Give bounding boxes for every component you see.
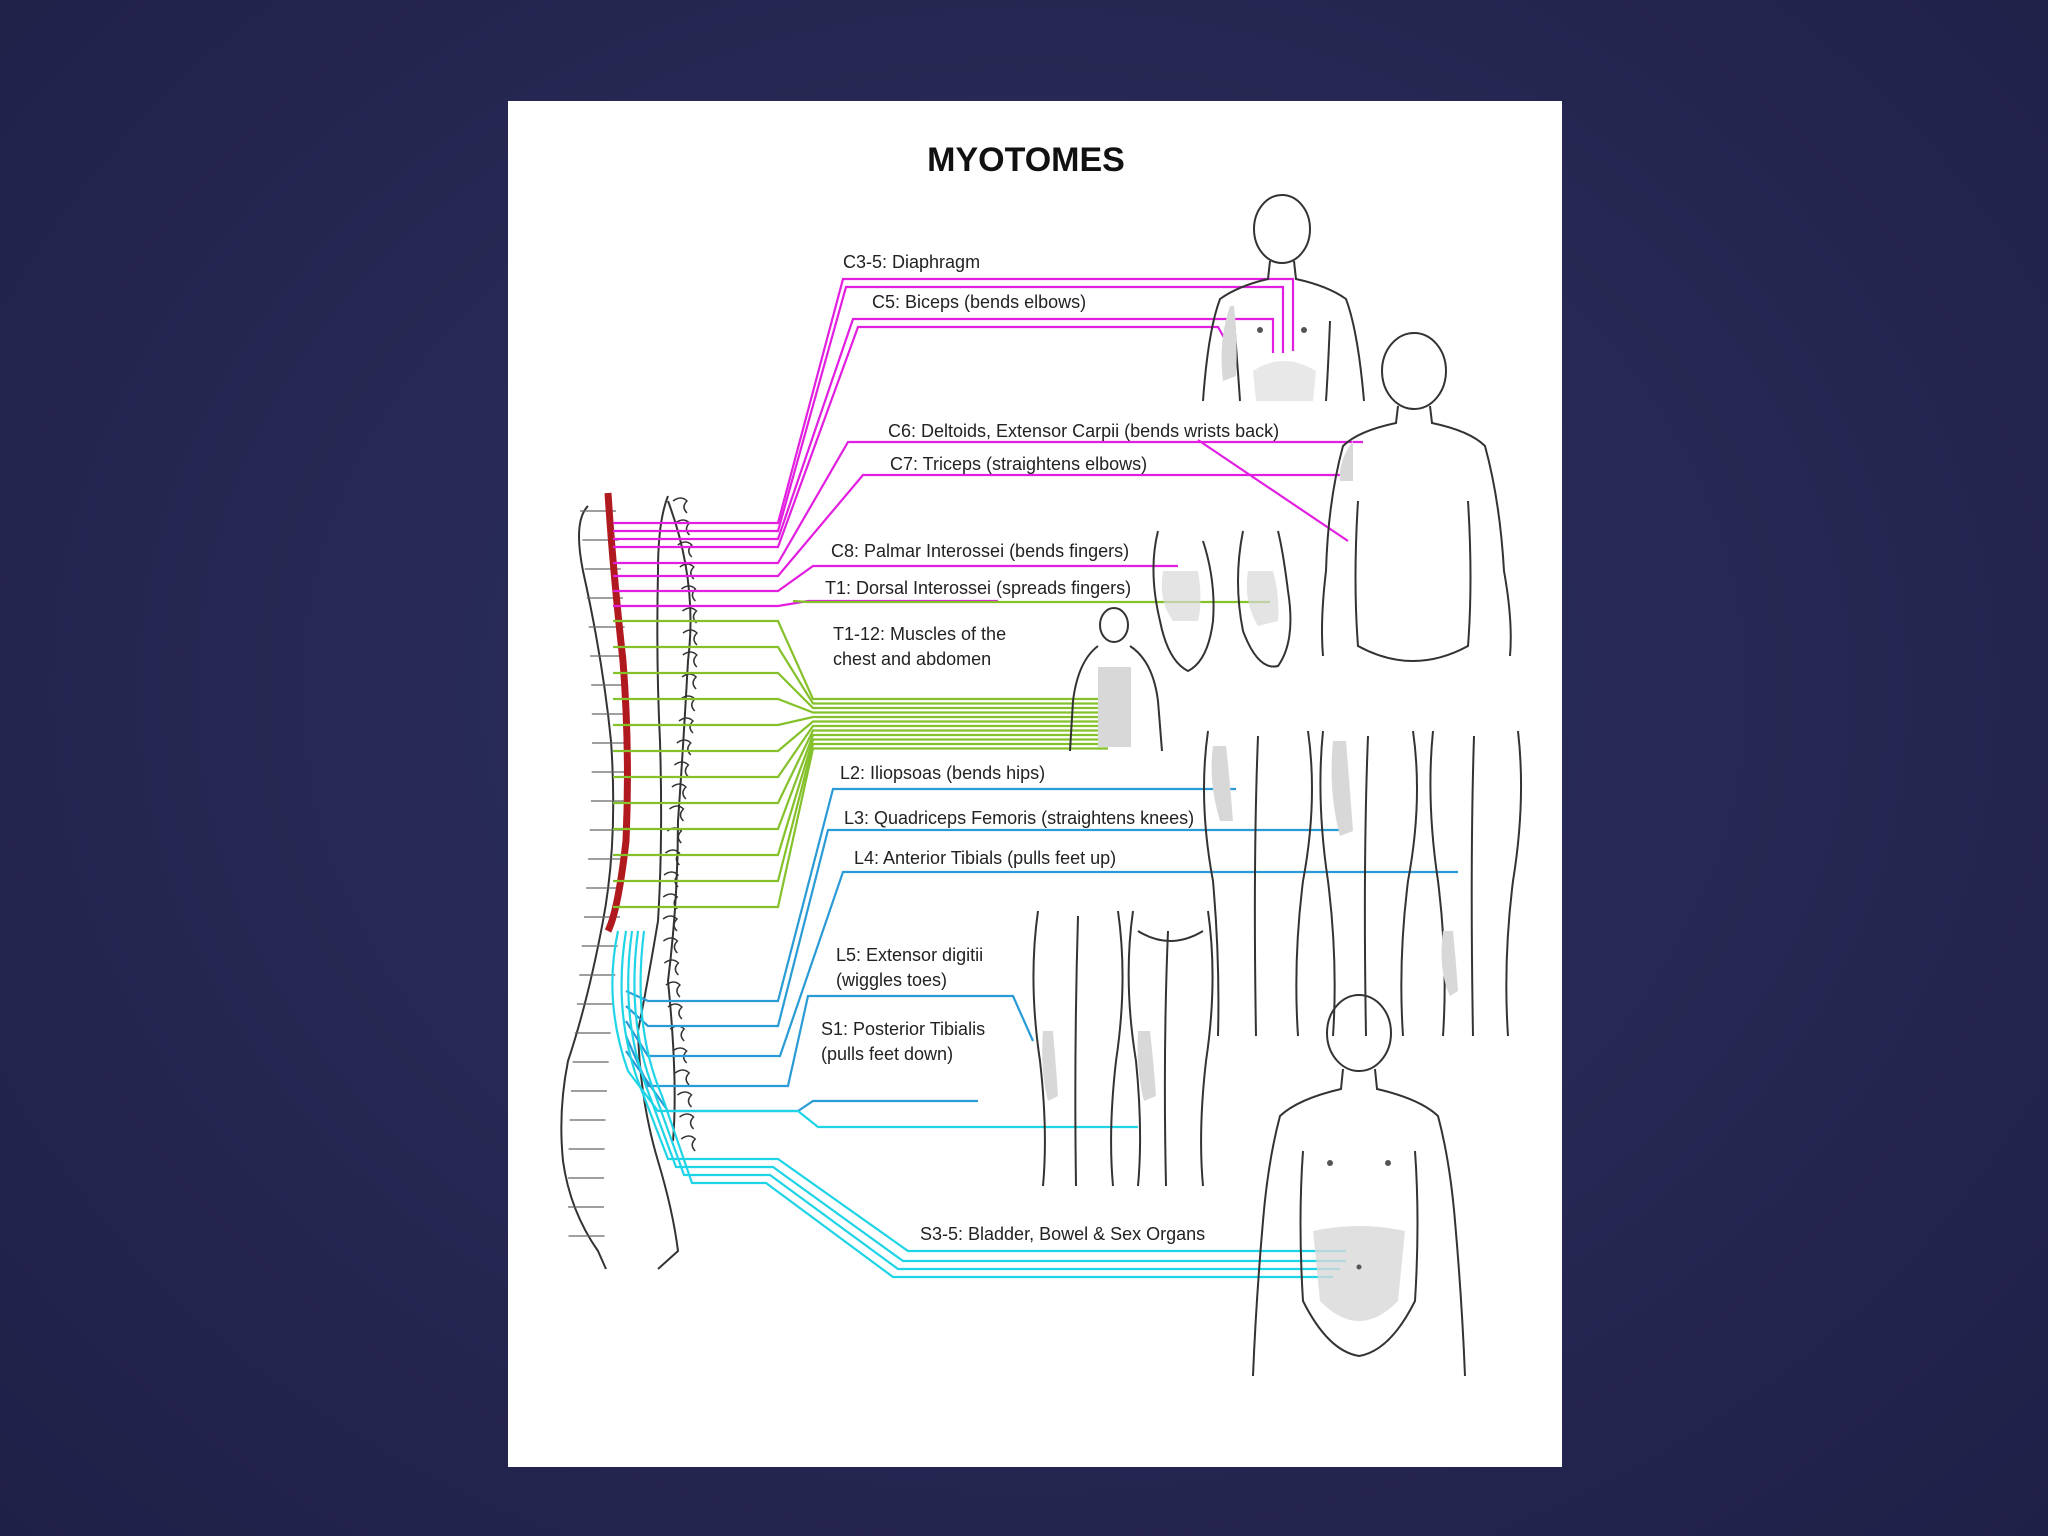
nerve-root-squiggle xyxy=(664,849,681,866)
nerve-c8 xyxy=(613,564,1178,593)
nerve-thoracic-line xyxy=(613,671,1108,710)
nerve-thoracic-line xyxy=(613,645,1108,705)
nerve-root-squiggle xyxy=(672,1047,688,1064)
label-l2: L2: Iliopsoas (bends hips) xyxy=(840,763,1045,783)
nerve-t1-hand xyxy=(792,599,1270,604)
nerve-thoracic-line xyxy=(613,738,1108,857)
nerve-root-squiggle xyxy=(673,761,690,778)
nerve-root-squiggle xyxy=(669,805,685,822)
label-s3-5: S3-5: Bladder, Bowel & Sex Organs xyxy=(920,1224,1205,1244)
label-c8: C8: Palmar Interossei (bends fingers) xyxy=(831,541,1129,561)
label-c7: C7: Triceps (straightens elbows) xyxy=(890,454,1147,474)
nerve-root-squiggle xyxy=(662,893,679,910)
torso-front-figure xyxy=(1202,194,1365,402)
nerve-c3 xyxy=(613,277,1295,525)
nerve-root-squiggle xyxy=(678,717,695,734)
legs-front-figure xyxy=(1203,730,1523,1037)
nerve-c4 xyxy=(613,285,1285,533)
nerve-s4 xyxy=(633,930,1340,1271)
nerve-thoracic-line xyxy=(613,724,1108,779)
spinous-processes xyxy=(666,500,692,1142)
label-t1-12-line1: T1-12: Muscles of the xyxy=(833,624,1006,644)
nerve-root-squiggle xyxy=(666,827,683,844)
labels: C3-5: Diaphragm C5: Biceps (bends elbows… xyxy=(821,252,1279,1244)
nerve-thoracic-line xyxy=(613,619,1108,701)
nerve-root-squiggle xyxy=(682,607,698,624)
nerve-root-squiggle xyxy=(682,651,698,668)
label-c6: C6: Deltoids, Extensor Carpii (bends wri… xyxy=(888,421,1279,441)
nerve-thoracic-line xyxy=(613,733,1108,831)
nerve-root-squiggle xyxy=(665,981,682,998)
label-l5-line2: (wiggles toes) xyxy=(836,970,947,990)
label-c5: C5: Biceps (bends elbows) xyxy=(872,292,1086,312)
nerve-root-squiggle xyxy=(679,1113,695,1130)
label-l4: L4: Anterior Tibials (pulls feet up) xyxy=(854,848,1116,868)
nerve-l5 xyxy=(624,994,1035,1088)
label-c3-5: C3-5: Diaphragm xyxy=(843,252,980,272)
legs-lower-figure xyxy=(1032,910,1214,1187)
nerve-thoracic-line xyxy=(613,697,1108,714)
nerve-root-squiggle xyxy=(682,629,699,646)
nerve-root-squiggle xyxy=(663,959,680,976)
nerve-c6 xyxy=(613,440,1363,565)
myotomes-diagram: MYOTOMES xyxy=(560,141,1523,1377)
hands-figure xyxy=(1152,530,1292,673)
nerve-c7-branch xyxy=(1197,439,1349,542)
nerve-root-squiggle xyxy=(662,937,679,954)
nerve-c7 xyxy=(613,473,1353,578)
label-s1-line2: (pulls feet down) xyxy=(821,1044,953,1064)
nerve-thoracic-line xyxy=(613,747,1108,909)
nerve-thoracic-line xyxy=(613,720,1108,753)
nerve-root-squiggle xyxy=(681,673,698,690)
back-figure xyxy=(1321,332,1512,662)
nerve-s2 xyxy=(620,930,1346,1253)
label-l3: L3: Quadriceps Femoris (straightens knee… xyxy=(844,808,1194,828)
label-t1: T1: Dorsal Interossei (spreads fingers) xyxy=(825,578,1131,598)
myotomes-figure: MYOTOMES xyxy=(508,101,1562,1467)
spinal-cord xyxy=(604,492,631,933)
thoracic-nerves xyxy=(613,599,1270,909)
torso-front-bottom-figure xyxy=(1252,994,1466,1377)
label-l5-line1: L5: Extensor digitii xyxy=(836,945,983,965)
nerve-root-squiggle xyxy=(667,1003,683,1020)
nerve-root-squiggle xyxy=(672,497,689,514)
diagram-title: MYOTOMES xyxy=(927,141,1125,179)
nerve-root-squiggle xyxy=(680,585,697,602)
nerve-thoracic-line xyxy=(613,729,1108,805)
nerve-root-squiggle xyxy=(663,871,680,888)
small-torso-figure xyxy=(1069,607,1163,752)
nerve-root-squiggle xyxy=(677,1091,693,1108)
nerve-thoracic-line xyxy=(613,715,1108,727)
nerve-root-squiggle xyxy=(680,1135,697,1152)
label-t1-12-line2: chest and abdomen xyxy=(833,649,991,669)
label-s1-line1: S1: Posterior Tibialis xyxy=(821,1019,985,1039)
nerve-s5 xyxy=(639,930,1333,1279)
nerve-root-squiggle xyxy=(662,915,679,932)
nerve-s3 xyxy=(627,930,1346,1263)
nerve-l3 xyxy=(625,828,1351,1028)
nerve-root-squiggle xyxy=(677,541,693,558)
nerve-c5b xyxy=(613,325,1227,549)
nerve-thoracic-line xyxy=(613,742,1108,883)
nerve-root-squiggle xyxy=(671,783,687,800)
spine xyxy=(560,492,699,1270)
sacral-nerves xyxy=(611,930,1346,1279)
cervical-nerves xyxy=(613,277,1363,608)
nerve-root-squiggle xyxy=(674,1069,691,1086)
nerve-c5a xyxy=(613,317,1275,541)
